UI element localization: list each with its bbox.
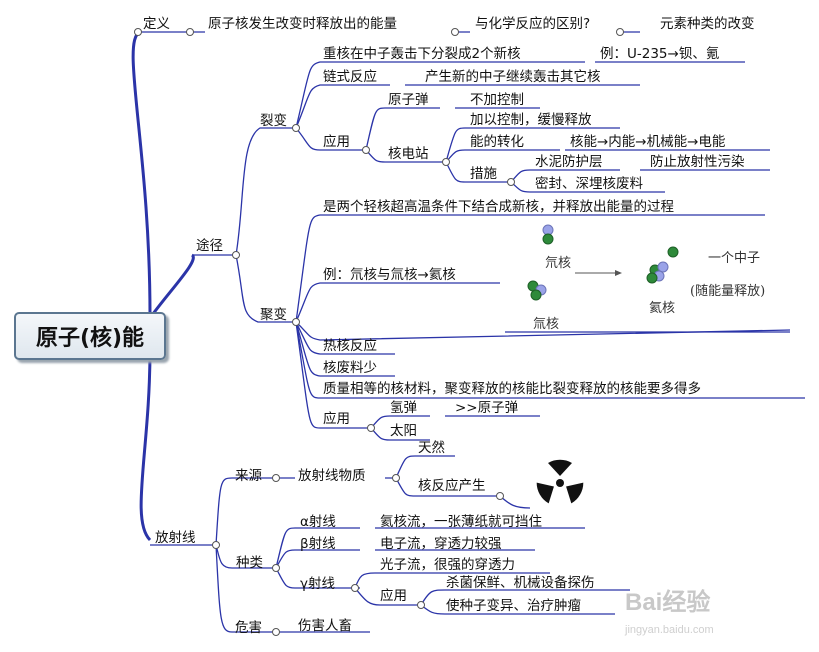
measure-1-desc: 防止放射性污染 [650, 154, 745, 170]
alpha-desc: 氦核流，一张薄纸就可挡住 [380, 514, 542, 530]
illus-helium: 氦核 [649, 297, 675, 316]
chain-reaction: 链式反应 [323, 69, 377, 85]
fusion-example: 例：氘核与氚核→氦核 [323, 267, 456, 283]
radiation-harm: 危害 [235, 620, 262, 636]
helium-nucleus [647, 262, 668, 283]
fission-label: 裂变 [260, 113, 287, 129]
root-node: 原子(核)能 [14, 312, 166, 360]
ways-label: 途径 [196, 238, 223, 254]
fusion-label: 聚变 [260, 307, 287, 323]
illus-deuterium: 氘核 [545, 252, 571, 271]
definition-diff-answer: 元素种类的改变 [660, 16, 755, 32]
free-neutron [668, 247, 678, 257]
branch-root-radiation [141, 350, 150, 540]
hbomb-compare: >>原子弹 [455, 400, 518, 416]
tritium-nucleus [528, 281, 546, 300]
gamma-app-1: 杀菌保鲜、机械设备探伤 [446, 575, 595, 591]
fission-example: 例：U-235→钡、氪 [600, 46, 719, 62]
fusion-app: 应用 [323, 411, 350, 427]
reaction-source: 核反应产生 [418, 478, 486, 494]
beta-desc: 电子流，穿透力较强 [380, 536, 502, 552]
natural-source: 天然 [418, 440, 445, 456]
energy-chain: 核能→内能→机械能→电能 [570, 134, 725, 150]
less-waste: 核废料少 [323, 360, 377, 376]
definition-diff: 与化学反应的区别? [475, 16, 590, 32]
baidu-watermark: Bai经验 [625, 582, 710, 617]
radiation-hazard-icon [535, 458, 585, 508]
measure-1: 水泥防护层 [535, 154, 603, 170]
radioactive-material: 放射线物质 [298, 468, 366, 484]
sun: 太阳 [390, 423, 417, 439]
fission-desc: 重核在中子轰击下分裂成2个新核 [323, 46, 521, 62]
fission-app: 应用 [323, 134, 350, 150]
gamma-app: 应用 [380, 588, 407, 604]
harm-desc: 伤害人畜 [298, 618, 352, 634]
fusion-compare: 质量相等的核材料，聚变释放的核能比裂变释放的核能要多得多 [323, 381, 701, 397]
gamma-ray: γ射线 [300, 576, 335, 592]
definition-text: 原子核发生改变时释放出的能量 [208, 16, 397, 32]
fusion-desc: 是两个轻核超高温条件下结合成新核，并释放出能量的过程 [323, 199, 674, 215]
gamma-app-2: 使种子变异、治疗肿瘤 [446, 598, 581, 614]
thermonuclear: 热核反应 [323, 338, 377, 354]
branch-root-ways [150, 255, 193, 318]
measure-2: 密封、深埋核废料 [535, 176, 643, 192]
branch-root-definition [133, 32, 150, 315]
illus-release: (随能量释放) [690, 280, 765, 299]
radiation-label: 放射线 [155, 530, 196, 546]
gamma-desc: 光子流，很强的穿透力 [380, 557, 515, 573]
radiation-source: 来源 [235, 468, 262, 484]
plant-control: 加以控制，缓慢释放 [470, 112, 592, 128]
alpha-ray: α射线 [300, 514, 336, 530]
illus-neutron: 一个中子 [708, 247, 760, 266]
definition-label: 定义 [143, 16, 170, 32]
hydrogen-bomb: 氢弹 [390, 400, 417, 416]
atomic-bomb: 原子弹 [388, 92, 429, 108]
baidu-watermark-url: jingyan.baidu.com [625, 624, 714, 636]
measures: 措施 [470, 166, 497, 182]
energy-conversion: 能的转化 [470, 134, 524, 150]
illus-tritium: 氚核 [533, 313, 559, 332]
radiation-types: 种类 [236, 555, 263, 571]
chain-desc: 产生新的中子继续轰击其它核 [425, 69, 601, 85]
nuclear-plant: 核电站 [388, 146, 429, 162]
beta-ray: β射线 [300, 536, 336, 552]
bomb-desc: 不加控制 [470, 92, 524, 108]
deuterium-nucleus [543, 225, 553, 244]
